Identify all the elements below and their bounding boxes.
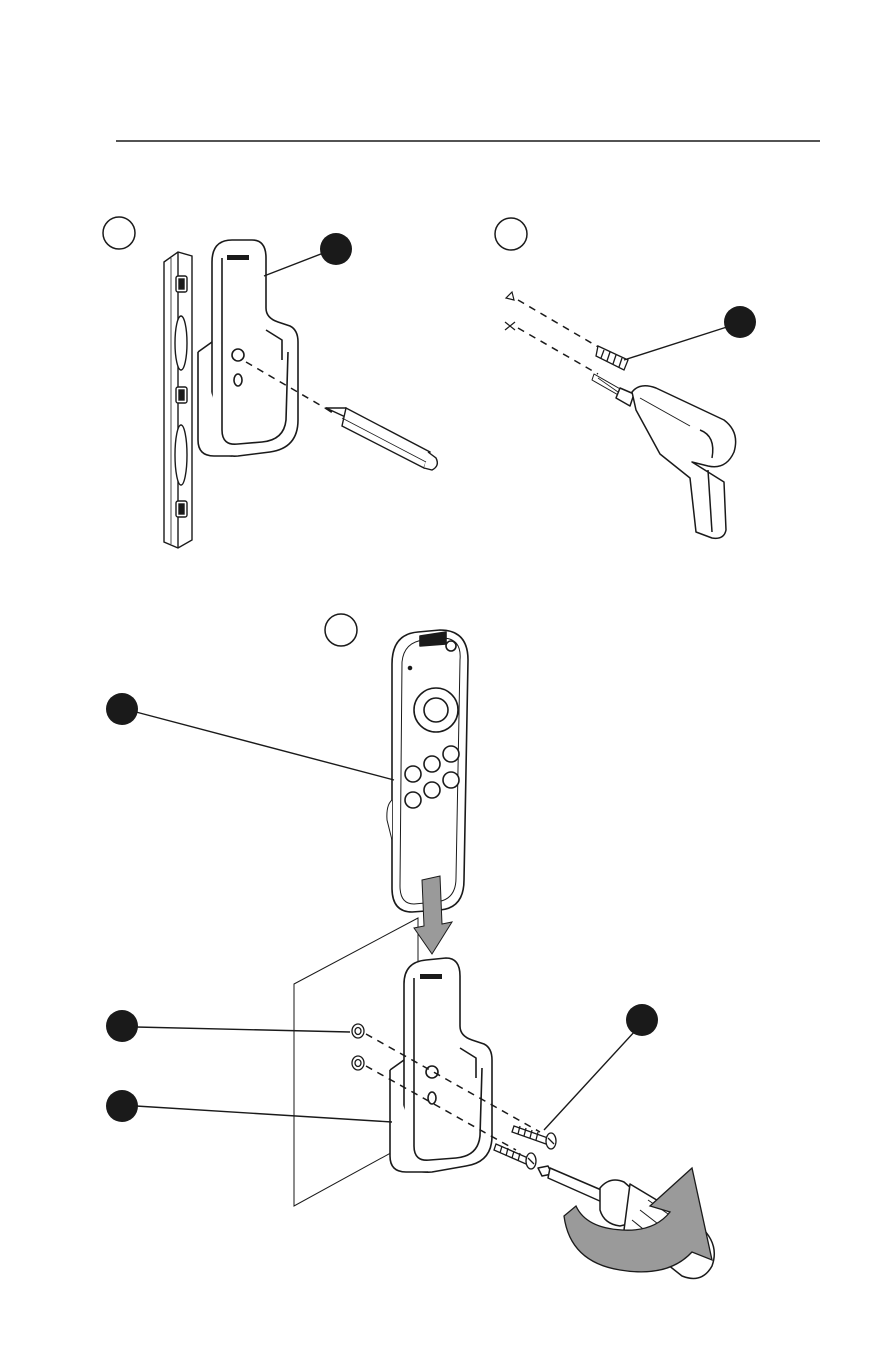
callout-anchor (724, 306, 756, 338)
callout-anchors-in-wall (106, 1010, 138, 1042)
holder-step-1 (198, 240, 298, 456)
callout-line-anchors-in-wall (136, 1027, 350, 1032)
step-3 (106, 614, 714, 1278)
step-1-marker (103, 217, 135, 249)
callout-line-screws (544, 1030, 636, 1130)
wall-cross-mark (505, 322, 515, 330)
step-3-marker (325, 614, 357, 646)
pencil-icon (326, 408, 437, 470)
callout-holder-mounted (106, 1090, 138, 1122)
dpad-center (424, 698, 448, 722)
callout-line-anchor (624, 326, 730, 360)
callout-line-remote (136, 712, 394, 780)
anchor-guide-line (518, 300, 600, 348)
level-icon (164, 252, 192, 548)
callout-remote (106, 693, 138, 725)
callout-line-holder (264, 252, 326, 276)
holder-step-3 (390, 958, 492, 1172)
step-2-marker (495, 218, 527, 250)
step-1 (103, 217, 437, 548)
remote-icon (387, 630, 468, 912)
callout-line-holder-mounted (136, 1106, 392, 1122)
callout-holder (320, 233, 352, 265)
step-2 (495, 218, 756, 538)
anchors-in-wall (352, 1024, 364, 1070)
wall-anchor-icon (596, 346, 628, 370)
screw-icon (494, 1126, 556, 1169)
drill-icon (592, 374, 736, 538)
drill-guide-line (518, 328, 598, 374)
callout-screws (626, 1004, 658, 1036)
wall-hole-mark (506, 292, 514, 300)
